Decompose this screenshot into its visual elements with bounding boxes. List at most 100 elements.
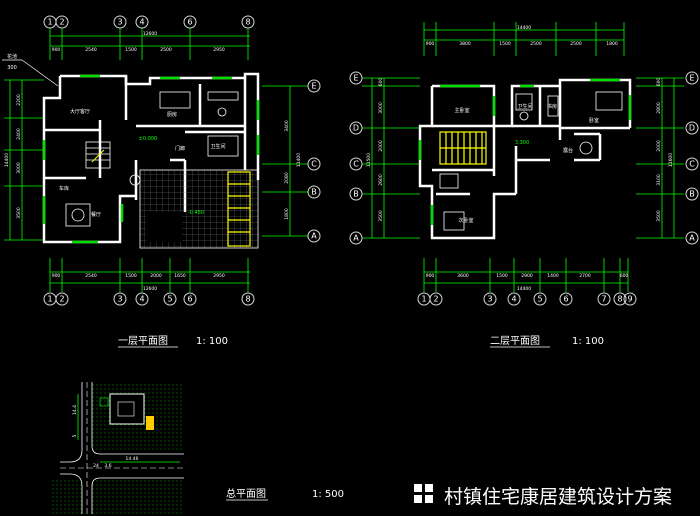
dim: 1400 xyxy=(547,273,559,279)
dim: 1800 xyxy=(606,41,618,47)
plan2-total-top: 14400 xyxy=(517,25,531,31)
axis-1: 1 xyxy=(47,18,52,27)
site-plan: 14.4 5 14.46 24 3.6 总平面图 1: 500 xyxy=(52,382,344,514)
dim: 1500 xyxy=(496,273,508,279)
dim: 900 xyxy=(426,41,435,47)
dim: 14.46 xyxy=(126,456,139,462)
stair-second-floor xyxy=(439,131,487,165)
dim: 2900 xyxy=(521,273,533,279)
dim: 2540 xyxy=(85,273,97,279)
axis-E: E xyxy=(689,74,694,83)
axis-1: 1 xyxy=(47,295,52,304)
site-dimensions xyxy=(77,394,180,463)
dim: 2500 xyxy=(160,47,172,53)
room-label: 次卧室 xyxy=(458,217,473,224)
dim: 2800 xyxy=(656,102,662,114)
plan2-right-axes: E D C B A xyxy=(685,71,699,245)
axis-6: 6 xyxy=(563,295,568,304)
axis-C: C xyxy=(353,160,359,169)
axis-8: 8 xyxy=(617,295,622,304)
room-label: 卧室 xyxy=(589,117,599,124)
axis-D: D xyxy=(689,124,695,133)
plan1-bottom-axes: 1 2 3 4 5 6 8 xyxy=(43,292,255,306)
dim: 14.4 xyxy=(72,405,78,415)
dim: 2600 xyxy=(378,174,384,186)
dim: 1500 xyxy=(499,41,511,47)
room-label: 大厅客厅 xyxy=(70,108,90,115)
plan1-top-dimensions xyxy=(49,28,250,60)
axis-A: A xyxy=(353,234,359,243)
dim: 2080 xyxy=(284,172,290,184)
dim: 3500 xyxy=(378,210,384,222)
axis-A: A xyxy=(689,234,695,243)
axis-E: E xyxy=(353,74,358,83)
leader-sub: 300 xyxy=(7,65,17,71)
dim: 3100 xyxy=(656,174,662,186)
room-label: 门廊 xyxy=(175,145,185,152)
dim: 600 xyxy=(620,273,629,279)
site-scale: 1: 500 xyxy=(312,489,344,500)
axis-C: C xyxy=(689,160,695,169)
project-title-block: 村镇住宅康居建筑设计方案 xyxy=(414,484,672,508)
axis-B: B xyxy=(353,190,359,199)
plan1-right-dimensions xyxy=(262,85,308,237)
axis-3: 3 xyxy=(117,18,122,27)
plan2-bottom-dimensions xyxy=(423,258,629,292)
green-area xyxy=(92,480,184,514)
dim: 2500 xyxy=(570,41,582,47)
porch-area xyxy=(146,212,182,242)
plan1-title: 一层平面图 xyxy=(118,335,168,347)
axis-7: 7 xyxy=(601,295,606,304)
dim: 2950 xyxy=(213,47,225,53)
axis-2: 2 xyxy=(59,295,64,304)
dim: 5 xyxy=(72,434,78,437)
plan2-left-axes: E D C B A xyxy=(349,71,363,245)
plan2-scale: 1: 100 xyxy=(572,336,604,347)
level-mark: -0.450 xyxy=(188,210,204,216)
axis-8: 8 xyxy=(245,18,250,27)
dim: 2400 xyxy=(16,128,22,140)
dim: 3600 xyxy=(457,273,469,279)
axis-1: 1 xyxy=(421,295,426,304)
dim: 600 xyxy=(378,78,384,87)
terrace-outline xyxy=(139,169,259,249)
axis-6: 6 xyxy=(187,295,192,304)
dim: 900 xyxy=(52,273,61,279)
dim: 900 xyxy=(52,47,61,53)
axis-9: 9 xyxy=(627,295,632,304)
dim: 2500 xyxy=(530,41,542,47)
plan1-walls xyxy=(42,72,260,244)
dim: 2540 xyxy=(85,47,97,53)
plan2-left-dimensions xyxy=(362,77,420,239)
dim: 600 xyxy=(656,78,662,87)
entry-steps xyxy=(227,171,251,247)
plan1-total-top: 12600 xyxy=(143,31,157,37)
axis-B: B xyxy=(311,188,317,197)
leader-label: 花池 xyxy=(7,53,17,60)
room-label: 主卧室 xyxy=(454,107,469,114)
leader-note: 花池 300 xyxy=(2,53,59,87)
dim: 1650 xyxy=(174,273,186,279)
green-area xyxy=(52,480,82,514)
plan2-total-right: 11600 xyxy=(668,153,674,167)
room-label: 车库 xyxy=(59,185,69,192)
room-label: 卫生间 xyxy=(517,103,532,110)
room-label: 书房 xyxy=(547,103,557,110)
axis-D: D xyxy=(353,124,359,133)
axis-B: B xyxy=(689,190,695,199)
dim: 3500 xyxy=(16,207,22,219)
dim: 2000 xyxy=(656,140,662,152)
dim: 24 xyxy=(93,463,99,469)
plan1-top-axes: 1 2 3 4 6 8 xyxy=(43,15,255,29)
site-title: 总平面图 xyxy=(226,487,266,500)
axis-3: 3 xyxy=(117,295,122,304)
axis-4: 4 xyxy=(139,18,144,27)
first-floor-plan: 1 2 3 4 6 8 12600 900 2540 1500 2500 295… xyxy=(2,15,321,348)
axis-8: 8 xyxy=(245,295,250,304)
dim: 3400 xyxy=(284,120,290,132)
dim: 2950 xyxy=(213,273,225,279)
dim: 2000 xyxy=(378,140,384,152)
stair-first-floor xyxy=(85,141,111,169)
axis-6: 6 xyxy=(187,18,192,27)
plan2-bottom-axes: 1 2 3 4 5 6 7 8 9 xyxy=(417,292,637,306)
